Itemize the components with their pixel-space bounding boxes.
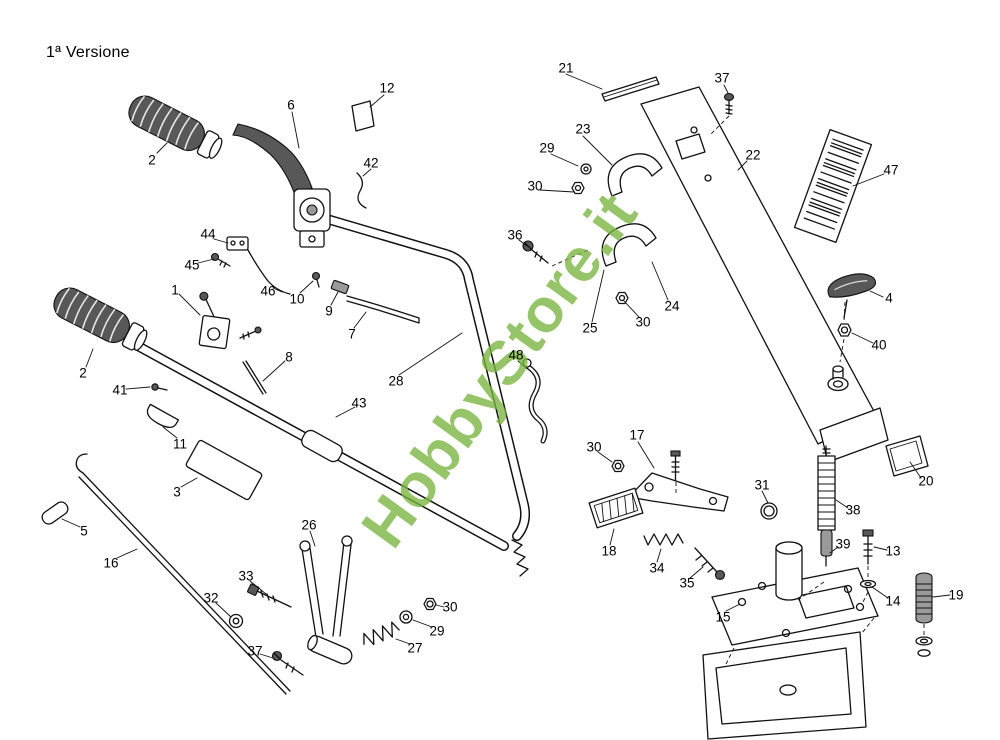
part-callout-1: 1 bbox=[171, 282, 179, 298]
part-callout-40: 40 bbox=[871, 337, 887, 353]
part-callout-12: 12 bbox=[379, 80, 395, 96]
latch-bracket-assembly bbox=[588, 450, 729, 581]
throttle-lever-assembly bbox=[232, 123, 331, 248]
part-callout-38: 38 bbox=[845, 502, 861, 518]
frame-accessories bbox=[41, 403, 343, 695]
part-callout-21: 21 bbox=[558, 60, 574, 76]
part-callout-8: 8 bbox=[285, 349, 293, 365]
throttle-cable-parts bbox=[311, 100, 420, 324]
part-callout-30: 30 bbox=[442, 599, 458, 615]
part-callout-6: 6 bbox=[287, 97, 295, 113]
part-callout-15: 15 bbox=[715, 609, 731, 625]
part-callout-35: 35 bbox=[679, 575, 695, 591]
part-callout-18: 18 bbox=[601, 543, 617, 559]
part-callout-30: 30 bbox=[586, 439, 602, 455]
part-callout-37: 37 bbox=[247, 643, 263, 659]
part-callout-29: 29 bbox=[429, 623, 445, 639]
cable-clip-assembly bbox=[210, 236, 291, 295]
part-callout-27: 27 bbox=[407, 640, 423, 656]
part-callout-14: 14 bbox=[885, 593, 901, 609]
part-callout-41: 41 bbox=[112, 382, 128, 398]
part-callout-33: 33 bbox=[238, 568, 254, 584]
part-callout-26: 26 bbox=[301, 517, 317, 533]
part-callout-39: 39 bbox=[835, 536, 851, 552]
part-callout-10: 10 bbox=[289, 291, 305, 307]
chassis-box bbox=[702, 631, 867, 740]
part-callout-48: 48 bbox=[508, 347, 524, 363]
part-callout-24: 24 bbox=[664, 298, 680, 314]
leader-lines bbox=[61, 73, 951, 659]
part-callout-31: 31 bbox=[754, 477, 770, 493]
part-callout-5: 5 bbox=[80, 523, 88, 539]
column-clamps bbox=[522, 153, 663, 305]
part-callout-42: 42 bbox=[363, 155, 379, 171]
part-callout-44: 44 bbox=[200, 226, 216, 242]
part-callout-28: 28 bbox=[388, 373, 404, 389]
part-callout-19: 19 bbox=[948, 587, 964, 603]
part-callout-34: 34 bbox=[649, 560, 665, 576]
clamp-lever bbox=[827, 273, 877, 337]
part-callout-46: 46 bbox=[260, 283, 276, 299]
handle-grip-top bbox=[128, 95, 223, 159]
part-callout-43: 43 bbox=[351, 395, 367, 411]
steering-column bbox=[601, 76, 889, 463]
handlebar-frame bbox=[131, 214, 531, 577]
assembly-axes bbox=[551, 115, 925, 665]
part-callout-16: 16 bbox=[103, 555, 119, 571]
part-callout-3: 3 bbox=[173, 484, 181, 500]
part-callout-32: 32 bbox=[203, 590, 219, 606]
stand-assembly bbox=[228, 535, 437, 676]
part-callout-45: 45 bbox=[184, 257, 200, 273]
base-plate-assembly bbox=[711, 435, 933, 657]
part-callout-47: 47 bbox=[883, 162, 899, 178]
part-callout-30: 30 bbox=[527, 178, 543, 194]
page-title: 1ª Versione bbox=[46, 44, 130, 61]
sticker-plate bbox=[793, 128, 873, 244]
switch-assembly bbox=[151, 291, 267, 395]
part-callout-36: 36 bbox=[507, 227, 523, 243]
part-callout-30: 30 bbox=[635, 314, 651, 330]
part-callout-11: 11 bbox=[172, 436, 188, 452]
part-callout-7: 7 bbox=[348, 326, 356, 342]
part-callout-20: 20 bbox=[918, 473, 934, 489]
part-callout-17: 17 bbox=[629, 427, 645, 443]
cable-tie bbox=[522, 358, 548, 444]
part-callout-37: 37 bbox=[714, 70, 730, 86]
part-callout-13: 13 bbox=[885, 543, 901, 559]
part-callout-23: 23 bbox=[575, 121, 591, 137]
part-callout-25: 25 bbox=[582, 320, 598, 336]
part-callout-9: 9 bbox=[325, 303, 333, 319]
part-callout-2: 2 bbox=[148, 152, 156, 168]
part-callout-29: 29 bbox=[539, 140, 555, 156]
handle-grip-bottom bbox=[53, 287, 148, 351]
tension-spring-assembly bbox=[760, 445, 836, 567]
part-callout-22: 22 bbox=[745, 147, 761, 163]
part-callout-4: 4 bbox=[885, 290, 893, 306]
part-callout-2: 2 bbox=[79, 365, 87, 381]
